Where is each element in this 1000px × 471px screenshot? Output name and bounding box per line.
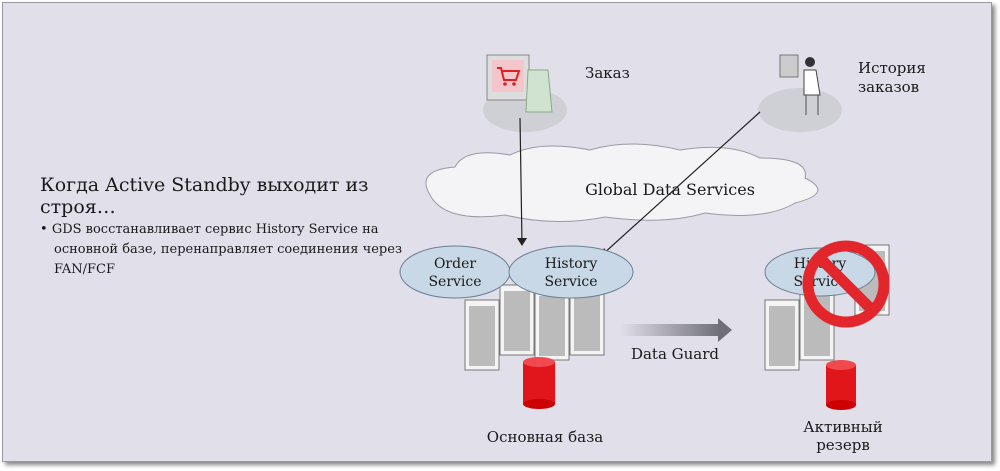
primary-label: Основная база — [487, 428, 603, 446]
client-cloud-history — [758, 88, 842, 132]
standby-label-2: резерв — [816, 436, 870, 454]
order-service-ellipse: Order Service — [399, 245, 511, 299]
history-service-ellipse: History Service — [508, 245, 634, 299]
database-icon — [826, 360, 856, 410]
data-guard-label: Data Guard — [631, 345, 719, 363]
history-label-1: История — [858, 59, 926, 77]
bullet-text: GDS восстанавливает сервис History Servi… — [51, 222, 403, 277]
gds-cloud — [425, 143, 819, 223]
text-block: Когда Active Standby выходит из строя… •… — [40, 174, 405, 280]
svg-text:Service: Service — [428, 274, 481, 290]
svg-text:Order: Order — [434, 256, 476, 272]
shopping-cart-monitor-icon — [486, 54, 553, 113]
history-label-2: заказов — [858, 78, 919, 96]
order-label: Заказ — [585, 64, 630, 82]
svg-text:History: History — [545, 256, 598, 272]
svg-text:Service: Service — [544, 274, 597, 290]
gds-label: Global Data Services — [585, 180, 755, 199]
prohibited-icon — [802, 240, 890, 328]
data-guard-arrow — [620, 318, 732, 342]
standby-label-1: Активный — [803, 418, 882, 436]
bullet: • GDS восстанавливает сервис History Ser… — [40, 222, 403, 277]
user-at-computer-icon — [779, 54, 821, 115]
heading: Когда Active Standby выходит из строя… — [40, 174, 369, 218]
database-icon — [523, 357, 555, 409]
